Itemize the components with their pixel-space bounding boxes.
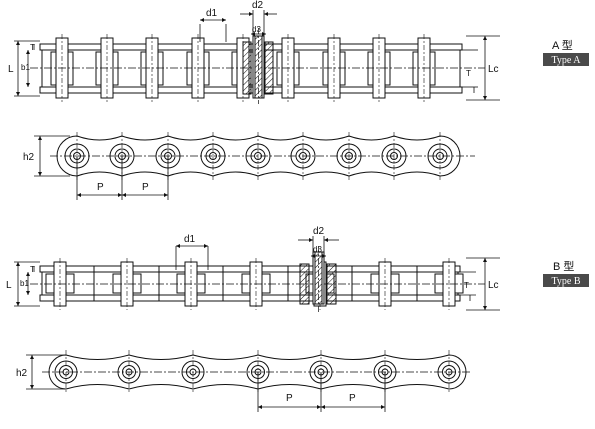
type-b-label-h2: h2 (16, 368, 28, 379)
type-a-badge-text: Type A (551, 55, 581, 66)
type-b-label-Lc: Lc (488, 280, 499, 291)
type-b-badge-text: Type B (551, 276, 580, 287)
type-b-label-T-left: T (30, 265, 35, 274)
type-a-label-P2: P (142, 182, 149, 193)
type-b-label-T-right: T (464, 281, 469, 290)
type-a-label-h2: h2 (23, 152, 35, 163)
type-b-title: B 型 (553, 259, 574, 273)
type-b-badge (543, 274, 589, 287)
type-b-label-d3: d3 (313, 245, 322, 254)
type-a-label-d3: d3 (252, 25, 261, 34)
type-b-side-view (42, 350, 470, 394)
type-a-label-T-left: T (30, 43, 35, 52)
type-a-label-b1: b1 (21, 63, 30, 72)
type-b-label-d2: d2 (313, 226, 325, 237)
type-a-badge (543, 53, 589, 66)
type-b-side-labels: h2 P P (16, 368, 356, 404)
type-a-label-Lc: Lc (488, 64, 499, 75)
type-a-label-d2: d2 (252, 0, 264, 11)
type-a-label-L: L (8, 64, 14, 75)
type-a-labels: L b1 T d1 d2 d3 T Lc (8, 0, 499, 78)
type-b-labels: L b1 T d1 d2 d3 T Lc (6, 226, 499, 291)
type-a-top-view (30, 28, 485, 104)
type-a-label-T-right: T (466, 69, 471, 78)
type-a-label-d1: d1 (206, 8, 218, 19)
type-a-side-dimensions (34, 135, 169, 200)
type-b-title-group: B 型 Type B (543, 259, 589, 287)
type-b-label-L: L (6, 280, 12, 291)
type-b-side-dimensions (26, 354, 386, 412)
type-b-label-P2: P (349, 393, 356, 404)
type-a-side-labels: h2 P P (23, 152, 149, 193)
type-b-top-dimensions (14, 236, 500, 311)
type-a-top-dimensions (14, 10, 500, 101)
type-a-side-view (50, 132, 475, 180)
type-b-label-b1: b1 (20, 279, 29, 288)
type-b-top-view (30, 246, 485, 312)
type-b-label-d1: d1 (184, 234, 196, 245)
type-a-title-group: A 型 Type A (543, 38, 589, 66)
type-b-label-P1: P (286, 393, 293, 404)
type-a-label-P1: P (97, 182, 104, 193)
type-a-title: A 型 (552, 38, 573, 52)
